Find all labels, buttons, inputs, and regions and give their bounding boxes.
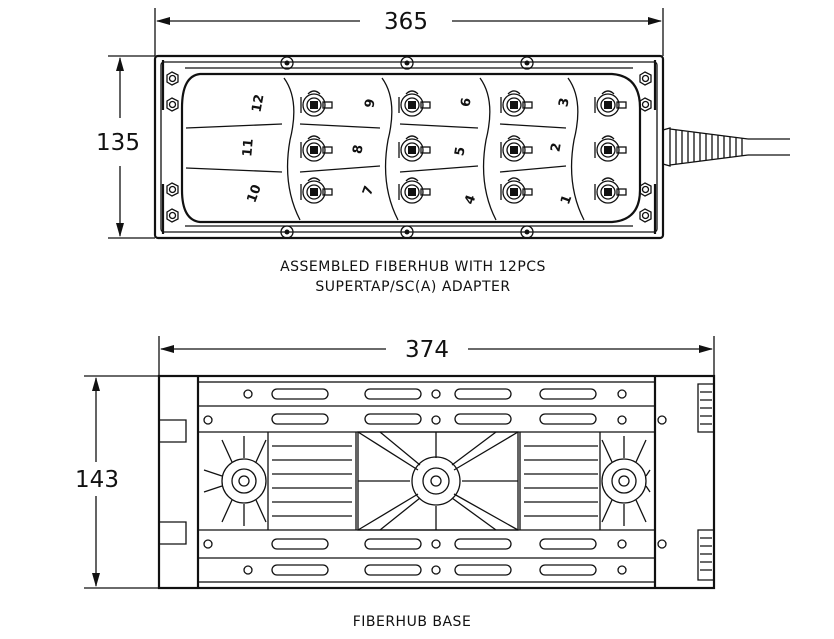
port-number-11: 11 [240,138,257,157]
assembled-caption-line1: ASSEMBLED FIBERHUB WITH 12PCS [280,259,546,275]
mounting-boss-icon [221,456,647,506]
base-slot [454,564,512,576]
fiberhub-base-view: 374 143 [75,336,716,630]
assembled-caption-line2: SUPERTAP/SC(A) ADAPTER [315,279,510,295]
base-caption: FIBERHUB BASE [353,614,472,630]
segment-divider [381,77,399,221]
adapter-icon [398,135,431,162]
segment-divider [479,77,497,221]
base-inner-frame [197,381,656,583]
adapter-group [300,90,627,204]
base-slot [271,564,329,576]
base-slot [539,388,597,400]
cable-gland-icon [662,127,790,167]
height-dimension-label: 135 [96,130,140,156]
port-number-3: 3 [556,97,572,109]
port-number-9: 9 [362,98,378,110]
base-width-dimension-label: 374 [405,337,449,363]
facet-line [185,123,381,173]
hex-bolt-icon [166,71,652,223]
adapter-icon [500,135,533,162]
port-number-2: 2 [548,142,564,154]
base-slot [539,564,597,576]
side-bracket [161,60,657,234]
port-number-4: 4 [462,193,479,207]
facet-line [399,123,567,173]
latch-ribs [700,391,712,571]
base-slot [271,388,329,400]
hole-icon [203,389,667,575]
right-ribs [601,436,651,526]
center-ribs-secondary [379,431,497,531]
center-ribs [357,431,519,531]
base-latch [697,383,715,581]
slot-group [267,388,601,576]
adapter-icon [300,177,333,204]
segment-divider [567,77,585,221]
port-number-5: 5 [452,146,468,158]
base-slot [454,388,512,400]
base-outline [157,374,716,590]
port-number-10: 10 [245,183,265,205]
port-number-12: 12 [250,93,268,113]
base-slot [539,413,597,425]
segment-divider [283,77,301,221]
base-slot [271,413,329,425]
base-slot [364,413,422,425]
screw-icon [280,56,534,239]
width-dimension-label: 365 [384,9,428,35]
port-number-6: 6 [458,97,474,109]
adapter-icon [500,177,533,204]
port-number-1: 1 [558,193,575,207]
base-slot [454,413,512,425]
left-ribs [203,436,267,526]
base-slot [454,538,512,550]
adapter-icon [594,90,627,117]
base-end-step [159,419,187,545]
adapter-icon [300,135,333,162]
adapter-icon [398,177,431,204]
port-number-8: 8 [350,144,366,156]
base-slot [364,388,422,400]
base-slot [364,538,422,550]
base-slot [539,538,597,550]
base-slot [364,564,422,576]
adapter-icon [594,177,627,204]
adapter-icon [300,90,333,117]
adapter-icon [500,90,533,117]
assembled-fiberhub-view: 365 135 [96,8,790,295]
adapter-icon [398,90,431,117]
port-number-7: 7 [360,184,377,198]
base-height-dimension-label: 143 [75,467,119,493]
base-slot [271,538,329,550]
adapter-icon [594,135,627,162]
cover-outline [180,72,642,224]
port-labels: 1 2 3 4 5 6 7 8 9 10 11 12 [240,93,575,206]
